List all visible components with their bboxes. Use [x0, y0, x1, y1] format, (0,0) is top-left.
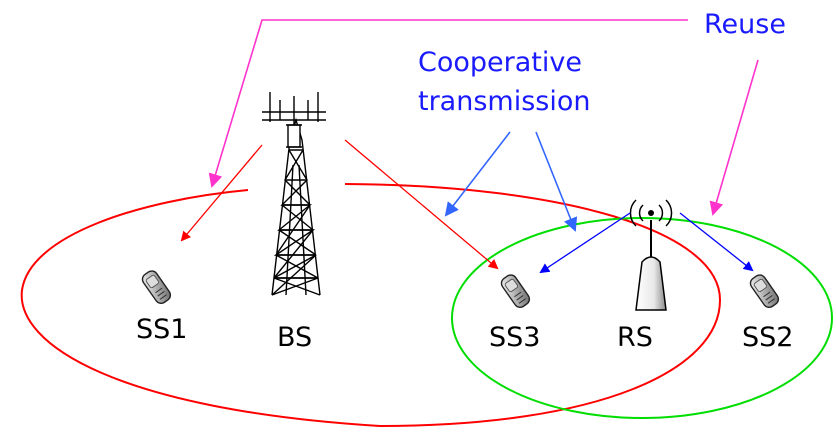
- bs-tower-icon: [262, 92, 326, 296]
- ss2-phone-icon: [749, 274, 780, 309]
- ss1-label: SS1: [136, 314, 187, 345]
- ss1-phone-icon: [141, 270, 172, 305]
- ss2-label: SS2: [742, 322, 793, 353]
- bs-to-ss3-link: [344, 139, 499, 270]
- ss3-phone-icon: [500, 274, 531, 309]
- rs-to-ss2-link: [679, 212, 754, 272]
- coop-arrow-to-rs-link: [535, 131, 578, 232]
- cooperative-label: Cooperative: [418, 47, 582, 78]
- ss3-label: SS3: [489, 322, 540, 353]
- reuse-arrow-to-bs-area: [208, 19, 688, 188]
- reuse-label: Reuse: [704, 9, 786, 40]
- reuse-arrow-to-rs-area: [709, 59, 759, 216]
- rs-antenna-icon: [629, 199, 673, 311]
- rs-coverage-ellipse: [451, 217, 833, 419]
- transmission-label: transmission: [418, 86, 590, 117]
- coop-arrow-to-bs-link: [444, 131, 511, 217]
- rs-to-ss3-link: [539, 212, 631, 274]
- rs-label: RS: [617, 322, 653, 353]
- bs-coverage-ellipse: [20, 183, 722, 428]
- bs-to-ss1-link: [180, 144, 263, 242]
- bs-label: BS: [277, 322, 312, 353]
